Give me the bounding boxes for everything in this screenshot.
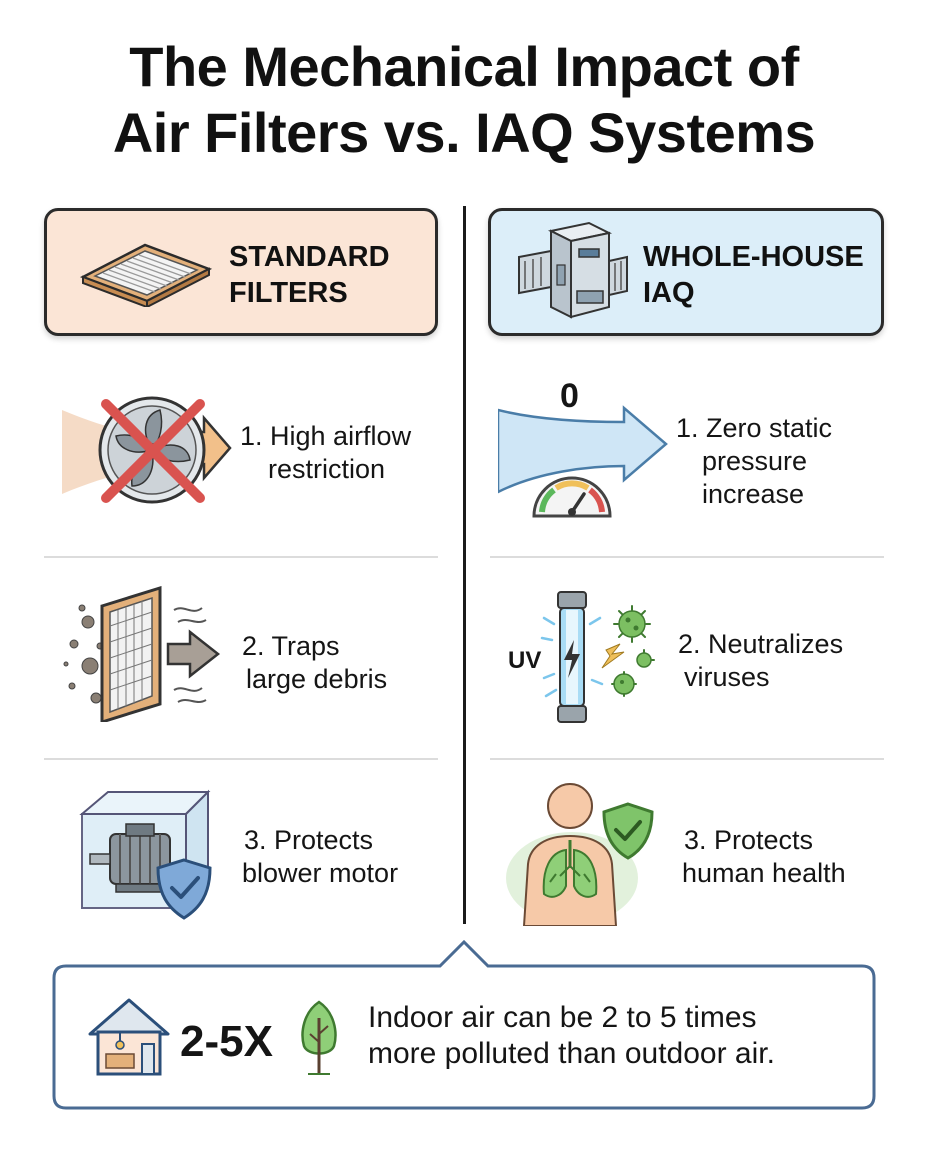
zero-label: 0 (560, 377, 579, 415)
right-item-1-label: 1. Zero static pressure increase (676, 413, 833, 509)
blocked-fan-icon (62, 396, 232, 504)
left-item-2-label: 2. Traps large debris (242, 631, 388, 694)
iaq-unit-icon (518, 221, 628, 319)
uv-lamp-icon (540, 591, 655, 723)
title-line-1: The Mechanical Impact of (129, 35, 799, 98)
pollution-multiplier: 2-5X (180, 1017, 273, 1066)
right-item-2-label: 2. Neutralizes viruses (678, 629, 844, 692)
whole-house-iaq-header: WHOLE-HOUSE IAQ (488, 208, 884, 336)
title-line-2: Air Filters vs. IAQ Systems (112, 101, 816, 164)
airflow-gauge-icon (498, 405, 668, 518)
callout-text: Indoor air can be 2 to 5 times more poll… (368, 1001, 775, 1070)
left-item-3-label: 3. Protects blower motor (242, 825, 399, 888)
statistic-callout (52, 939, 876, 1110)
right-item-3-label: 3. Protects human health (682, 825, 846, 888)
page-title: The Mechanical Impact of Air Filters vs.… (0, 34, 928, 166)
column-divider (463, 206, 466, 924)
left-row-separator-1 (44, 556, 438, 558)
right-row-separator-1 (490, 556, 884, 558)
motor-shield-icon (79, 789, 212, 920)
left-item-1-label: 1. High airflow restriction (240, 421, 412, 484)
left-row-separator-2 (44, 758, 438, 760)
healthy-lungs-icon (506, 783, 654, 926)
uv-label: UV (508, 647, 542, 674)
whole-house-iaq-label: WHOLE-HOUSE IAQ (643, 241, 864, 309)
right-row-separator-2 (490, 758, 884, 760)
standard-filters-label: STANDARD FILTERS (229, 241, 390, 309)
debris-filter-icon (63, 586, 221, 722)
tree-icon (301, 1000, 337, 1075)
house-icon (88, 998, 170, 1076)
standard-filters-header: STANDARD FILTERS (44, 208, 438, 336)
air-filter-icon (79, 243, 213, 307)
